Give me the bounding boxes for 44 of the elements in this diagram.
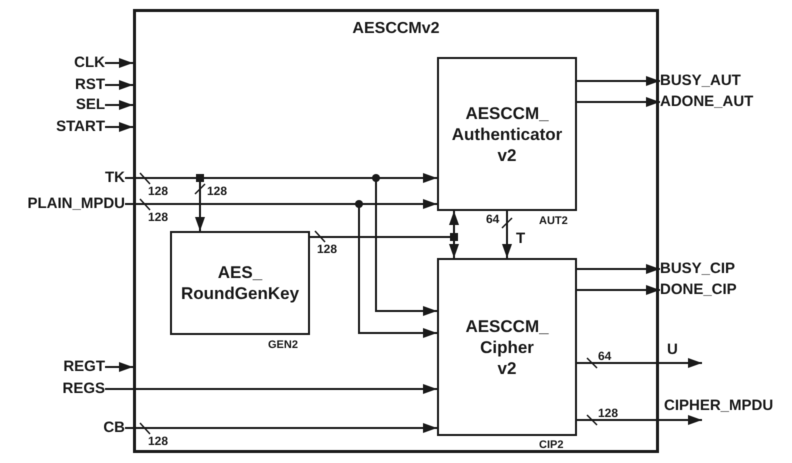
signal-name: BUSY_AUT (660, 72, 755, 90)
signal-arrow (577, 415, 702, 425)
edge-label: CIPHER_MPDU (664, 397, 774, 414)
signal-name: BUSY_CIP (660, 260, 755, 278)
signal-arrow (105, 384, 437, 394)
signal-arrow (577, 76, 660, 86)
signal-name: DONE_CIP (660, 281, 755, 299)
bus-width-label: 128 (598, 407, 618, 420)
signal-name: TK (80, 169, 125, 187)
edge-label: 128 (147, 211, 170, 224)
block-name: AESCCM_ Cipher v2 (465, 316, 549, 378)
signal-arrow (105, 122, 133, 132)
signal-name: SEL (50, 96, 105, 114)
signal-arrow (577, 358, 702, 368)
signal-name: CLK (50, 54, 105, 72)
instance-name: GEN2 (268, 339, 298, 351)
signal-name: PLAIN_MPDU (5, 195, 125, 213)
module-box (133, 9, 659, 453)
signal-arrow (502, 211, 512, 258)
signal-arrow (577, 285, 660, 295)
bus-width-label: 64 (486, 213, 500, 226)
signal-arrow (105, 362, 133, 372)
module-title: AESCCMv2 (351, 20, 441, 38)
edge-label: 128 (147, 435, 170, 448)
signal-arrow (105, 100, 133, 110)
edge-label: 128 (206, 185, 228, 198)
signal-arrow (105, 58, 133, 68)
signal-arrow (577, 264, 660, 274)
signal-arrow (577, 97, 660, 107)
signal-name: REGS (45, 380, 105, 398)
signal-name: START (40, 118, 105, 136)
instance-name: CIP2 (539, 439, 564, 451)
edge-label: 128 (316, 243, 338, 256)
bus-width-label: 64 (598, 350, 612, 363)
signal-name: CB (80, 419, 125, 437)
signal-name: RST (50, 76, 105, 94)
block-name: AES_ RoundGenKey (180, 262, 300, 304)
signal-arrow (125, 423, 437, 433)
instance-name: AUT2 (539, 215, 568, 227)
signal-name: ADONE_AUT (660, 93, 770, 111)
block-name: AESCCM_ Authenticator v2 (452, 102, 562, 166)
signal-name: REGT (45, 358, 105, 376)
edge-label: 128 (147, 185, 170, 198)
signal-arrow (105, 80, 133, 90)
